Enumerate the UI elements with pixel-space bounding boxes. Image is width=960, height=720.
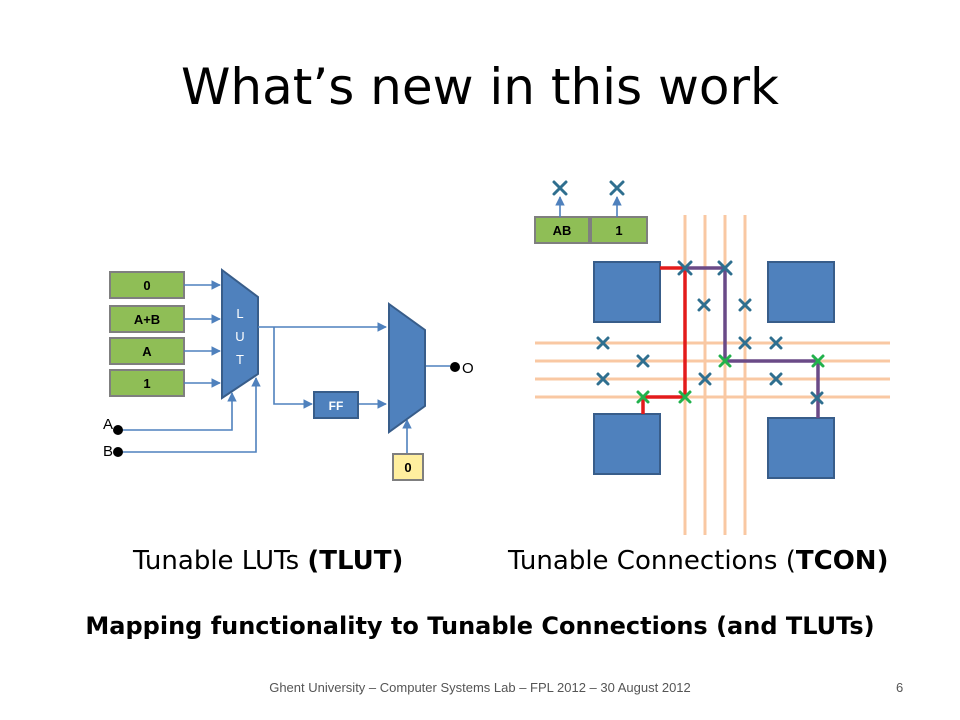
- tcon-caption-bold: TCON): [795, 546, 889, 576]
- lut-letter: L: [236, 306, 243, 321]
- lut-input-label: 0: [143, 278, 150, 293]
- tcon-label-text: AB: [553, 223, 572, 238]
- lut-input-box-0: 0: [109, 271, 185, 299]
- lut-block: [221, 268, 259, 400]
- signal-a-label: A: [103, 416, 113, 433]
- logic-block-tr: [767, 261, 835, 323]
- signal-b-wire: [120, 377, 261, 453]
- lut-input-label: A: [142, 344, 152, 359]
- logic-block-br: [767, 417, 835, 479]
- slide-title: What’s new in this work: [180, 58, 780, 116]
- signal-a-wire: [120, 392, 237, 431]
- lut-letter: U: [235, 329, 244, 344]
- slide-footer: Ghent University – Computer Systems Lab …: [269, 680, 691, 695]
- mux-const-label: 0: [404, 460, 411, 475]
- signal-b-label: B: [103, 443, 113, 460]
- tcon-caption-plain: Tunable Connections (: [508, 546, 796, 576]
- output-mux: [388, 302, 426, 434]
- logic-block-bl: [593, 413, 661, 475]
- mux-const-box: 0: [392, 453, 424, 481]
- ff-label: FF: [329, 399, 344, 413]
- signal-b-dot: [113, 447, 123, 457]
- switch-green-group: [636, 354, 825, 404]
- tcon-caption: Tunable Connections (TCON): [508, 546, 888, 576]
- switch-blue-group: [552, 180, 824, 405]
- lut-input-box-2: A: [109, 337, 185, 365]
- lut-letter: T: [236, 352, 244, 367]
- tcon-label-ab: AB: [534, 216, 590, 244]
- routing-wires: [535, 215, 890, 535]
- signal-a-dot: [113, 425, 123, 435]
- logic-block-tl: [593, 261, 661, 323]
- output-dot: [450, 362, 460, 372]
- tcon-label-text: 1: [615, 223, 622, 238]
- tlut-caption-plain: Tunable LUTs: [133, 546, 308, 576]
- tcon-label-one: 1: [590, 216, 648, 244]
- lut-input-label: A+B: [134, 312, 160, 327]
- lut-input-arrows: [184, 280, 221, 388]
- page-number: 6: [896, 680, 904, 695]
- tlut-caption-bold: (TLUT): [307, 546, 404, 576]
- output-label: O: [462, 360, 474, 377]
- slide-subtitle: Mapping functionality to Tunable Connect…: [85, 612, 875, 640]
- ff-box: FF: [313, 391, 359, 419]
- lut-input-label: 1: [143, 376, 150, 391]
- tlut-caption: Tunable LUTs (TLUT): [133, 546, 403, 576]
